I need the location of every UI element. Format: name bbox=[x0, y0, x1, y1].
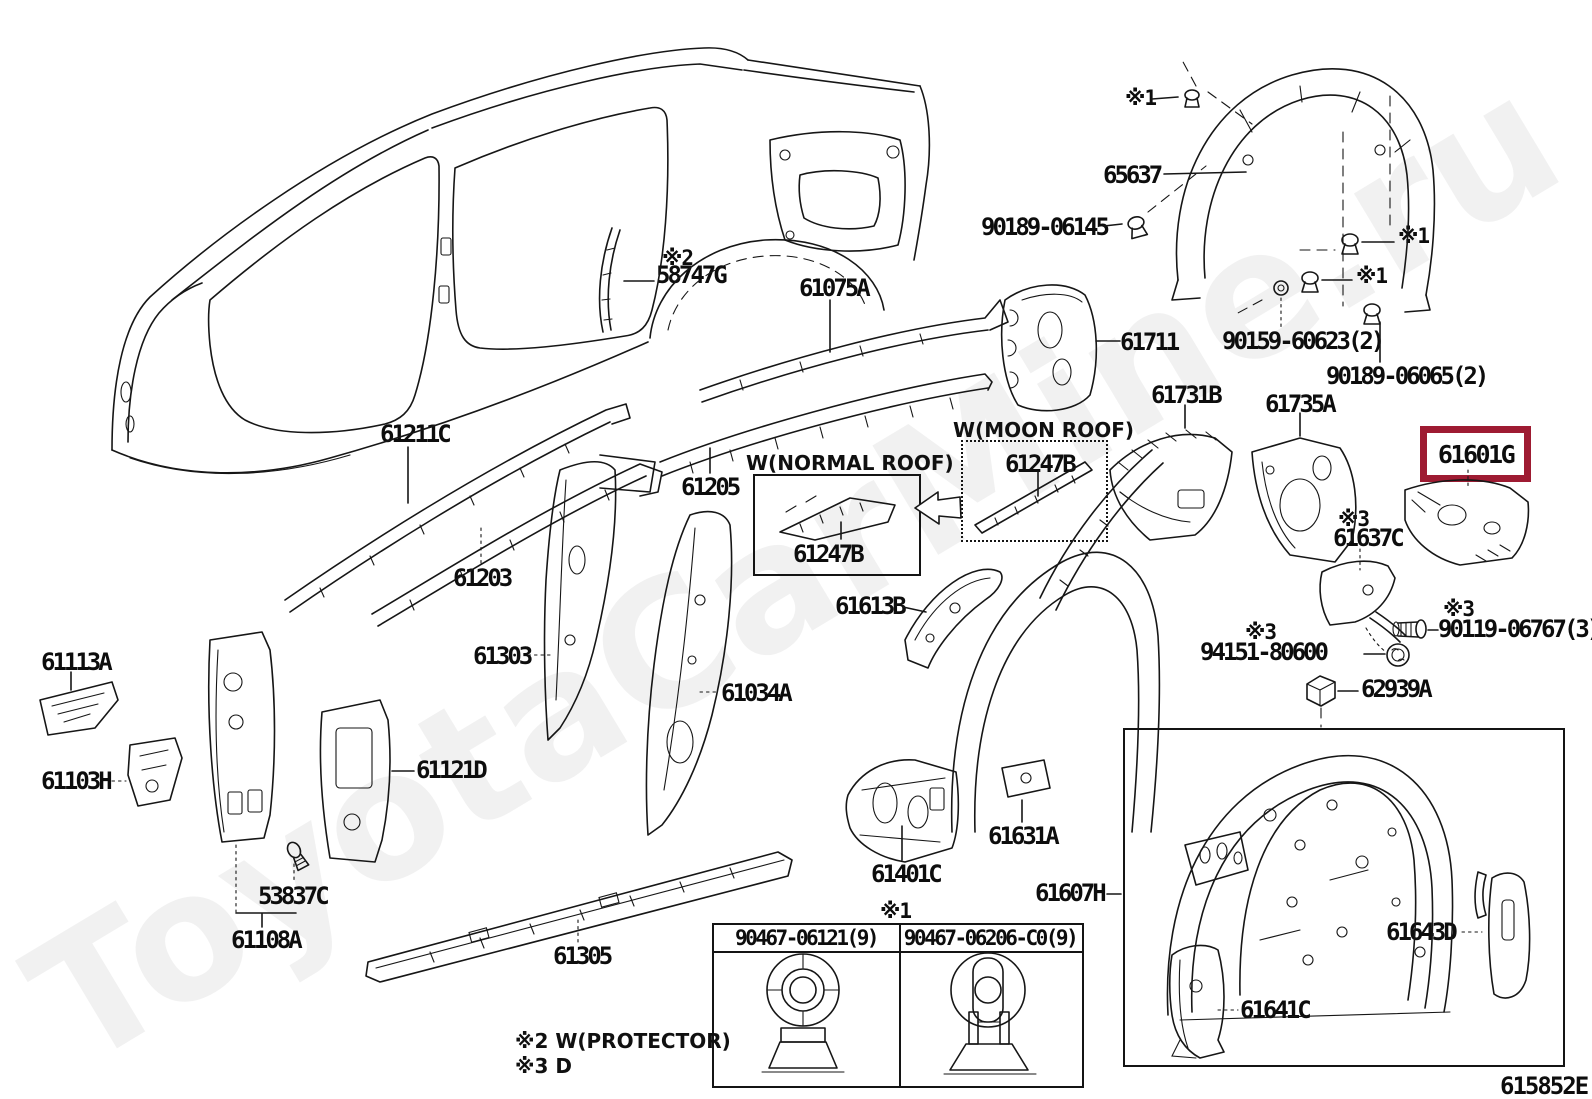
label-61034A: 61034A bbox=[721, 679, 793, 707]
label-90189-06065: 90189-06065(2) bbox=[1326, 362, 1489, 390]
label-61607H: 61607H bbox=[1035, 879, 1107, 907]
normal-roof-part-label: 61247B bbox=[793, 540, 865, 568]
label-53837C: 53837C bbox=[258, 882, 330, 910]
label-61643D: 61643D bbox=[1386, 918, 1458, 946]
clip-table: 90467-06121(9) 90467-06206-C0(9) bbox=[712, 923, 1084, 1088]
part-61401C-drawing bbox=[845, 759, 960, 863]
label-note1-table: ※1 bbox=[880, 899, 912, 923]
part-58747G-drawing bbox=[598, 227, 621, 333]
label-61211C: 61211C bbox=[380, 420, 452, 448]
note-protector: ※2 W(PROTECTOR) bbox=[515, 1029, 731, 1053]
highlight-box: 61601G bbox=[1420, 426, 1531, 482]
fastener-clips-drawing bbox=[1127, 89, 1381, 325]
clip-table-header: 90467-06121(9) 90467-06206-C0(9) bbox=[714, 925, 1082, 953]
label-61113A: 61113A bbox=[41, 648, 113, 676]
label-note3-90119: ※3 bbox=[1443, 597, 1475, 621]
clip-table-divider bbox=[899, 925, 901, 1086]
fastener-90119-drawing bbox=[1392, 619, 1427, 639]
label-61711: 61711 bbox=[1120, 328, 1180, 356]
clip-table-col2: 90467-06206-C0(9) bbox=[903, 926, 1079, 950]
part-61034A-drawing bbox=[645, 510, 733, 836]
label-note3-94151: ※3 bbox=[1245, 620, 1277, 644]
wheelhouse-inset-box bbox=[1123, 728, 1565, 1067]
label-61731B: 61731B bbox=[1151, 381, 1223, 409]
label-58747G: 58747G bbox=[656, 261, 728, 289]
part-61121D-drawing bbox=[319, 699, 391, 863]
label-61075A: 61075A bbox=[799, 274, 871, 302]
part-61103H-drawing bbox=[127, 737, 183, 807]
part-61601G-drawing bbox=[1404, 479, 1530, 566]
part-61613B-drawing bbox=[904, 568, 1003, 669]
part-61731B-drawing bbox=[1109, 429, 1233, 541]
label-61305: 61305 bbox=[553, 942, 613, 970]
label-61631A: 61631A bbox=[988, 822, 1060, 850]
label-61735A: 61735A bbox=[1265, 390, 1337, 418]
label-61641C: 61641C bbox=[1240, 996, 1312, 1024]
label-61121D: 61121D bbox=[416, 756, 488, 784]
part-61203-drawing bbox=[371, 463, 663, 627]
label-62939A: 62939A bbox=[1361, 675, 1433, 703]
label-61637C: 61637C bbox=[1333, 524, 1405, 552]
part-62939A-drawing bbox=[1306, 675, 1336, 707]
clip-table-col1: 90467-06121(9) bbox=[734, 926, 880, 950]
moon-roof-part-label: 61247B bbox=[1005, 450, 1077, 478]
label-94151-80600: 94151-80600 bbox=[1200, 638, 1329, 666]
label-note1-liner-top: ※1 bbox=[1125, 86, 1157, 110]
label-note1-liner-right: ※1 bbox=[1398, 224, 1430, 248]
part-61303-drawing bbox=[543, 454, 656, 741]
car-body-drawing bbox=[111, 47, 931, 475]
label-61613B: 61613B bbox=[835, 592, 907, 620]
label-61203: 61203 bbox=[453, 564, 513, 592]
part-61711-drawing bbox=[1000, 284, 1098, 412]
left-arrow-icon bbox=[914, 491, 962, 525]
part-61075A-drawing bbox=[699, 299, 1009, 403]
part-61113A-drawing bbox=[39, 681, 119, 736]
label-90119-06767: 90119-06767(3) bbox=[1438, 615, 1592, 643]
label-note1-liner-mid: ※1 bbox=[1356, 264, 1388, 288]
label-61205: 61205 bbox=[681, 473, 741, 501]
highlight-part-number: 61601G bbox=[1437, 439, 1516, 469]
label-61108A: 61108A bbox=[231, 926, 303, 954]
label-65637: 65637 bbox=[1103, 161, 1163, 189]
label-61303: 61303 bbox=[473, 642, 533, 670]
normal-roof-title: W(NORMAL ROOF) bbox=[746, 451, 954, 475]
part-61108A-drawing bbox=[207, 631, 276, 843]
part-65637-drawing bbox=[1147, 59, 1436, 315]
label-90159-60623: 90159-60623(2) bbox=[1222, 327, 1385, 355]
note-d: ※3 D bbox=[515, 1054, 572, 1078]
part-53837C-drawing bbox=[286, 841, 310, 872]
label-90189-06145: 90189-06145 bbox=[981, 213, 1110, 241]
figure-code: 615852E bbox=[1500, 1072, 1589, 1099]
part-61637C-drawing bbox=[1319, 560, 1407, 653]
label-61103H: 61103H bbox=[41, 767, 113, 795]
label-61401C: 61401C bbox=[871, 860, 943, 888]
moon-roof-title: W(MOON ROOF) bbox=[953, 418, 1135, 442]
fastener-94151-drawing bbox=[1386, 643, 1410, 667]
